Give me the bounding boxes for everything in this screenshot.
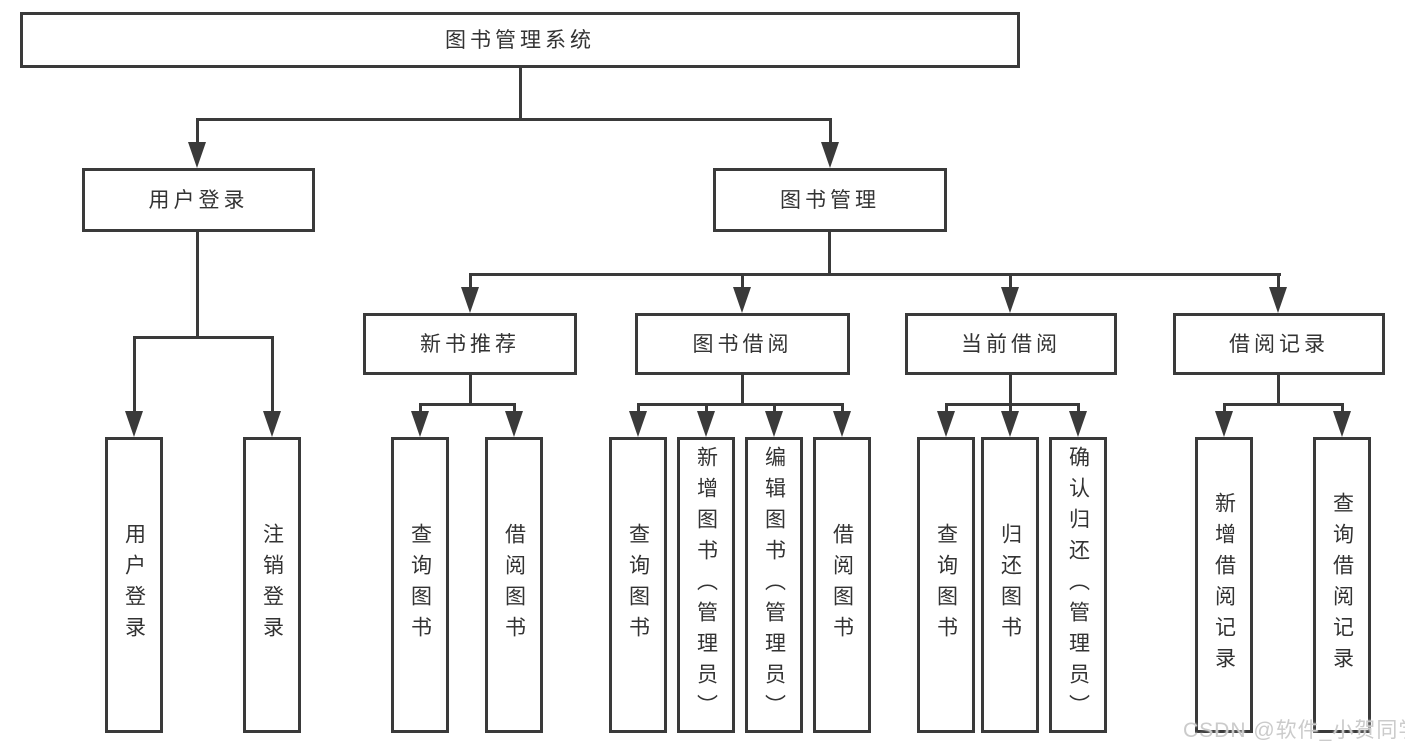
node-book-management: 图书管理 — [713, 168, 947, 232]
connector-arrow-line — [1077, 403, 1080, 413]
connector-stem — [469, 375, 472, 406]
connector-arrow-line — [637, 403, 640, 413]
connector-arrow-line — [1009, 403, 1012, 413]
node-book-borrowing: 图书借阅 — [635, 313, 850, 375]
leaf-borrowing-query-books: 查询图书 — [609, 437, 667, 733]
connector-arrow-line — [773, 403, 776, 413]
connector-stem — [1009, 375, 1012, 406]
connector-stem — [1277, 375, 1280, 406]
connector-arrow-line — [829, 118, 832, 146]
node-current-borrowing: 当前借阅 — [905, 313, 1117, 375]
leaf-recommend-borrow-books: 借阅图书 — [485, 437, 543, 733]
arrow-head — [505, 411, 523, 437]
leaf-borrowing-edit-books-admin: 编辑图书（管理员） — [745, 437, 803, 733]
connector-arrow-line — [841, 403, 844, 413]
connector-arrow-line — [1009, 273, 1012, 289]
connector-arrow-line — [469, 273, 472, 289]
connector-arrow-line — [133, 336, 136, 413]
connector-bar — [133, 336, 274, 339]
leaf-borrowing-add-books-admin: 新增图书（管理员） — [677, 437, 735, 733]
leaf-current-confirm-return-admin: 确认归还（管理员） — [1049, 437, 1107, 733]
arrow-head — [937, 411, 955, 437]
connector-stem — [828, 232, 831, 276]
watermark: CSDN @软件_小贺同学 — [1183, 719, 1405, 742]
connector-bar — [196, 118, 832, 121]
connector-bar — [945, 403, 1080, 406]
connector-bar — [1223, 403, 1344, 406]
connector-arrow-line — [513, 403, 516, 413]
connector-stem — [741, 375, 744, 406]
connector-arrow-line — [705, 403, 708, 413]
connector-arrow-line — [945, 403, 948, 413]
arrow-head — [125, 411, 143, 437]
connector-arrow-line — [1277, 273, 1280, 289]
node-root: 图书管理系统 — [20, 12, 1020, 68]
connector-arrow-line — [271, 336, 274, 413]
connector-arrow-line — [419, 403, 422, 413]
arrow-head — [821, 142, 839, 168]
arrow-head — [1333, 411, 1351, 437]
leaf-current-query-books: 查询图书 — [917, 437, 975, 733]
node-user-login: 用户登录 — [82, 168, 315, 232]
arrow-head — [1001, 411, 1019, 437]
leaf-user-login: 用户登录 — [105, 437, 163, 733]
node-new-book-recommendation: 新书推荐 — [363, 313, 577, 375]
connector-bar — [637, 403, 844, 406]
arrow-head — [1269, 287, 1287, 313]
leaf-records-query-record: 查询借阅记录 — [1313, 437, 1371, 733]
arrow-head — [1001, 287, 1019, 313]
leaf-logout: 注销登录 — [243, 437, 301, 733]
arrow-head — [461, 287, 479, 313]
connector-arrow-line — [196, 118, 199, 146]
connector-stem — [196, 232, 199, 339]
arrow-head — [733, 287, 751, 313]
arrow-head — [765, 411, 783, 437]
connector-bar — [419, 403, 516, 406]
node-borrowing-records: 借阅记录 — [1173, 313, 1385, 375]
arrow-head — [263, 411, 281, 437]
arrow-head — [1069, 411, 1087, 437]
arrow-head — [697, 411, 715, 437]
connector-bar — [469, 273, 1281, 276]
connector-arrow-line — [741, 273, 744, 289]
connector-arrow-line — [1341, 403, 1344, 413]
arrow-head — [833, 411, 851, 437]
connector-stem — [519, 68, 522, 121]
leaf-current-return-books: 归还图书 — [981, 437, 1039, 733]
leaf-borrowing-borrow-books: 借阅图书 — [813, 437, 871, 733]
arrow-head — [411, 411, 429, 437]
leaf-recommend-query-books: 查询图书 — [391, 437, 449, 733]
arrow-head — [1215, 411, 1233, 437]
arrow-head — [188, 142, 206, 168]
arrow-head — [629, 411, 647, 437]
connector-arrow-line — [1223, 403, 1226, 413]
leaf-records-add-record: 新增借阅记录 — [1195, 437, 1253, 733]
